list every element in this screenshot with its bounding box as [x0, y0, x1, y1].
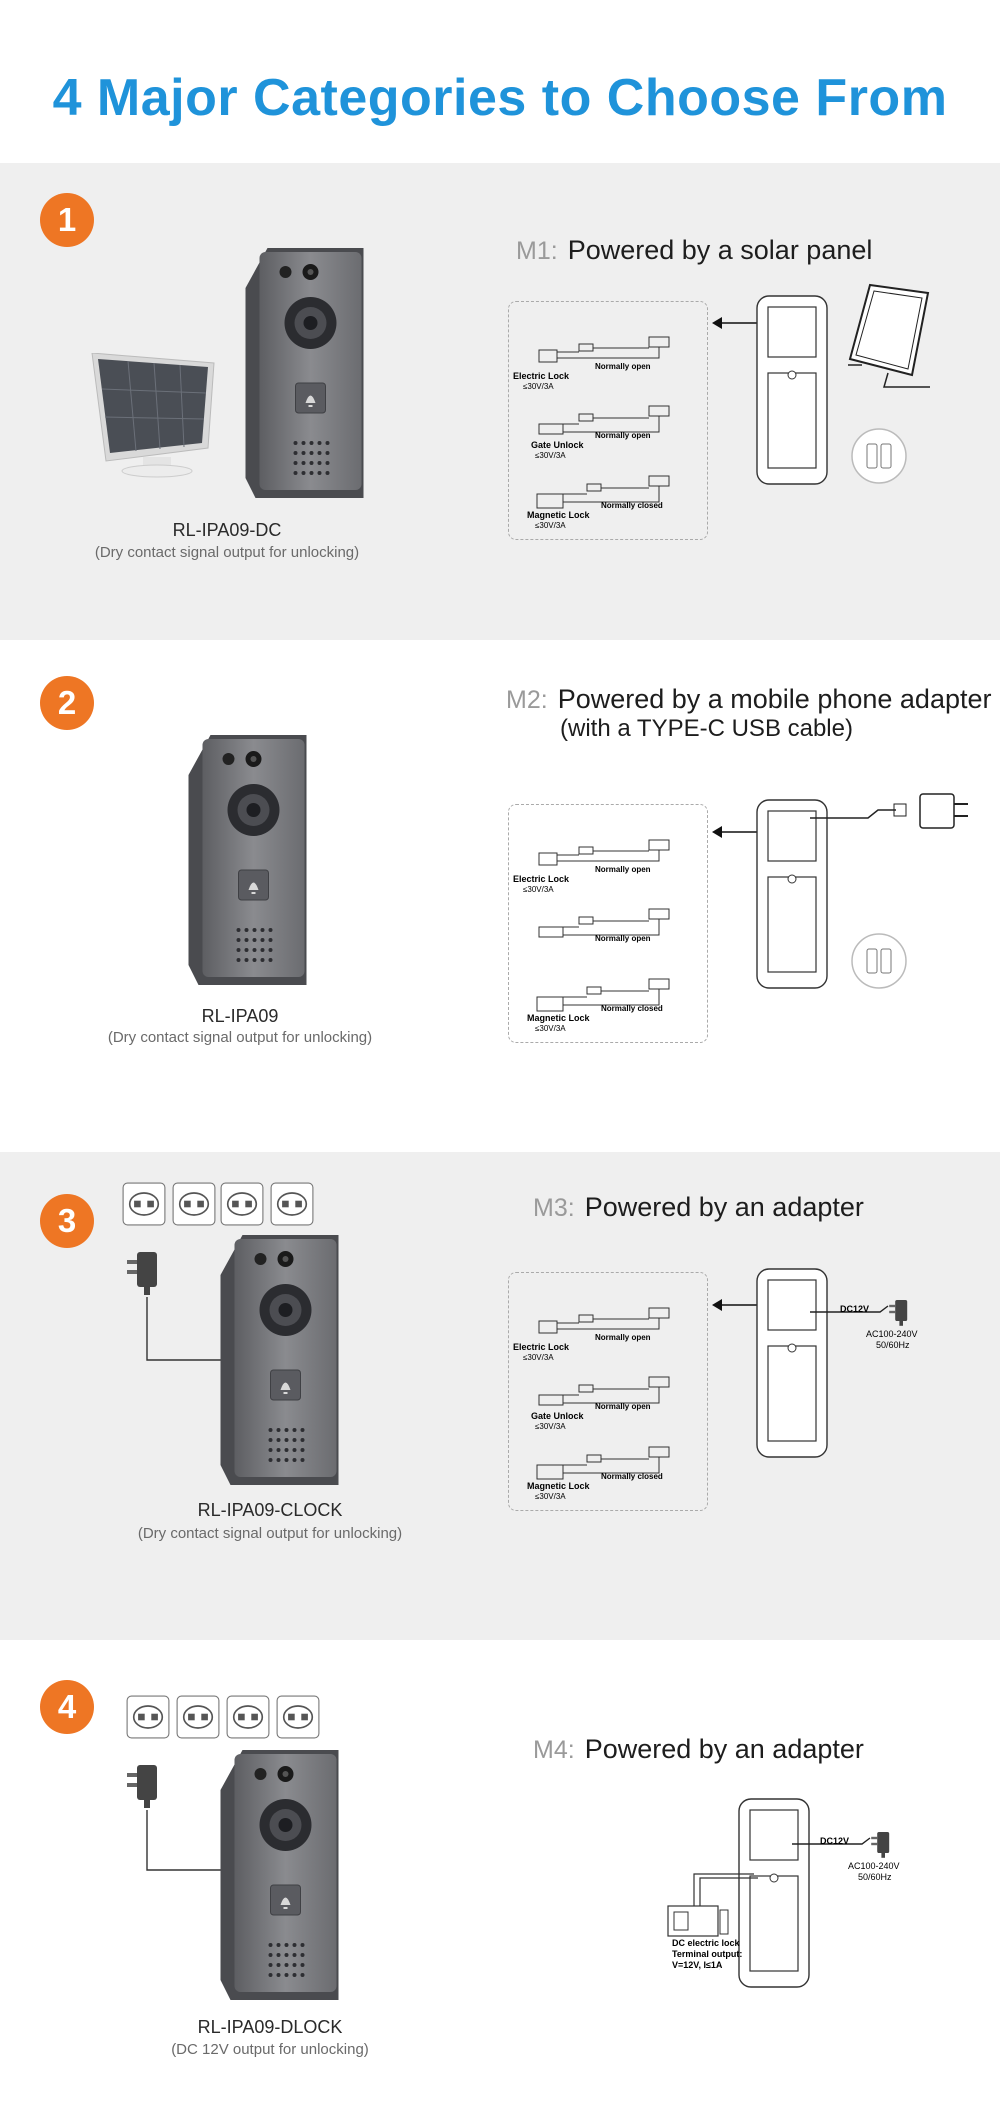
plug-type-icon — [176, 1695, 220, 1739]
mode-title: Powered by an adapter — [584, 1734, 864, 1764]
mode-heading: M4: Powered by an adapter — [533, 1734, 864, 1765]
model-note: (DC 12V output for unlocking) — [171, 2041, 369, 2058]
rating-label: ≤30V/3A — [523, 1353, 554, 1362]
section-usb-adapter: 2 RL-IPA09 (Dry contact signal output fo… — [0, 640, 1000, 1152]
ac-frequency-label: 50/60Hz — [858, 1872, 892, 1882]
plug-type-icon — [276, 1695, 320, 1739]
doorbell-device-image — [218, 1235, 343, 1485]
mode-label: M2: — [506, 686, 548, 714]
ac-voltage-label: AC100-240V — [866, 1329, 918, 1339]
magnetic-lock-label: Magnetic Lock — [527, 1481, 590, 1491]
electric-lock-label: Electric Lock — [513, 874, 570, 884]
mode-subheading: (with a TYPE-C USB cable) — [560, 715, 853, 742]
wiring-diagram: Electric Lock ≤30V/3A Normally open Gate… — [508, 301, 708, 540]
mode-label: M3: — [533, 1194, 575, 1222]
section-number-badge: 4 — [40, 1680, 94, 1734]
dc-lock-icon — [667, 1873, 758, 1937]
normally-closed-label: Normally closed — [601, 1004, 663, 1013]
mode-title: Powered by an adapter — [584, 1192, 864, 1222]
wiring-lines — [536, 336, 670, 509]
battery-icon — [851, 933, 907, 989]
rating-label: ≤30V/3A — [523, 885, 554, 894]
normally-closed-label: Normally closed — [601, 1472, 663, 1481]
normally-open-label: Normally open — [595, 934, 651, 943]
arrow-icon — [712, 1299, 760, 1311]
doorbell-device-image — [218, 1750, 343, 2000]
plug-type-icon — [270, 1182, 314, 1226]
rating-label: ≤30V/3A — [535, 1024, 566, 1033]
section-number-badge: 3 — [40, 1194, 94, 1248]
normally-open-label: Normally open — [595, 362, 651, 371]
electric-lock-label: Electric Lock — [513, 371, 570, 381]
arrow-icon — [712, 317, 760, 329]
electric-lock-label: Electric Lock — [513, 1342, 570, 1352]
normally-open-label: Normally open — [595, 865, 651, 874]
mode-label: M4: — [533, 1736, 575, 1764]
mode-heading: M3: Powered by an adapter — [533, 1192, 864, 1223]
section-adapter-dlock: 4 RL-IPA09-DLOCK (DC 12V output for unlo… — [0, 1640, 1000, 2123]
power-adapter-image — [127, 1765, 223, 1871]
normally-closed-label: Normally closed — [601, 501, 663, 510]
gate-unlock-label: Gate Unlock — [531, 440, 584, 450]
plug-type-icon — [126, 1695, 170, 1739]
wiring-diagram: Electric Lock ≤30V/3A Normally open Gate… — [508, 1272, 708, 1511]
section-number-badge: 2 — [40, 676, 94, 730]
doorbell-device-image — [186, 735, 311, 985]
ac-voltage-label: AC100-240V — [848, 1861, 900, 1871]
section-adapter-clock: 3 RL-IPA09-CLOCK (Dry contact signal out… — [0, 1152, 1000, 1640]
section-solar: 1 RL-IPA09-DC (Dry contact signal output… — [0, 163, 1000, 640]
rating-label: ≤30V/3A — [535, 1492, 566, 1501]
mode-title: Powered by a mobile phone adapter — [557, 684, 992, 714]
power-adapter-image — [127, 1252, 223, 1361]
model-note: (Dry contact signal output for unlocking… — [107, 1029, 373, 1046]
rating-label: ≤30V/3A — [535, 451, 566, 460]
dc-wire-line — [810, 1300, 908, 1326]
dc-lock-label: DC electric lock — [672, 1938, 740, 1948]
model-name: RL-IPA09-DLOCK — [197, 2017, 343, 2037]
page-title: 4 Major Categories to Choose From — [52, 69, 948, 127]
section-number-badge: 1 — [40, 193, 94, 247]
magnetic-lock-label: Magnetic Lock — [527, 1013, 590, 1023]
dc-wire-line — [792, 1832, 890, 1858]
wiring-diagram: Electric Lock ≤30V/3A Normally open Norm… — [508, 804, 708, 1043]
model-note: (Dry contact signal output for unlocking… — [137, 1525, 403, 1542]
mode-heading: M1: Powered by a solar panel — [516, 235, 872, 266]
solar-panel-image — [91, 353, 215, 478]
plug-type-icon — [226, 1695, 270, 1739]
arrow-icon — [712, 826, 760, 838]
wiring-lines — [536, 1307, 670, 1480]
rating-label: ≤30V/3A — [535, 521, 566, 530]
normally-open-label: Normally open — [595, 431, 651, 440]
normally-open-label: Normally open — [595, 1402, 651, 1411]
mode-title: Powered by a solar panel — [567, 235, 873, 265]
terminal-spec-label: V=12V, I≤1A — [672, 1960, 723, 1970]
dc-voltage-label: DC12V — [840, 1304, 870, 1314]
model-name: RL-IPA09 — [201, 1006, 279, 1026]
usb-adapter-icon — [810, 793, 968, 829]
terminal-output-label: Terminal output: — [672, 1949, 743, 1959]
mode-label: M1: — [516, 237, 558, 265]
wiring-lines — [536, 839, 670, 1012]
model-name: RL-IPA09-CLOCK — [197, 1500, 343, 1520]
doorbell-device-image — [243, 248, 368, 498]
dc-voltage-label: DC12V — [820, 1836, 850, 1846]
mode-heading: M2: Powered by a mobile phone adapter — [506, 684, 991, 715]
solar-panel-outline — [848, 283, 930, 388]
magnetic-lock-label: Magnetic Lock — [527, 510, 590, 520]
gate-unlock-label: Gate Unlock — [531, 1411, 584, 1421]
plug-type-icon — [122, 1182, 166, 1226]
backplate-diagram — [756, 295, 828, 485]
plug-type-icon — [172, 1182, 216, 1226]
ac-frequency-label: 50/60Hz — [876, 1340, 910, 1350]
rating-label: ≤30V/3A — [535, 1422, 566, 1431]
plug-type-icon — [220, 1182, 264, 1226]
model-note: (Dry contact signal output for unlocking… — [94, 544, 360, 561]
battery-icon — [851, 428, 907, 484]
rating-label: ≤30V/3A — [523, 382, 554, 391]
model-name: RL-IPA09-DC — [172, 520, 282, 540]
normally-open-label: Normally open — [595, 1333, 651, 1342]
